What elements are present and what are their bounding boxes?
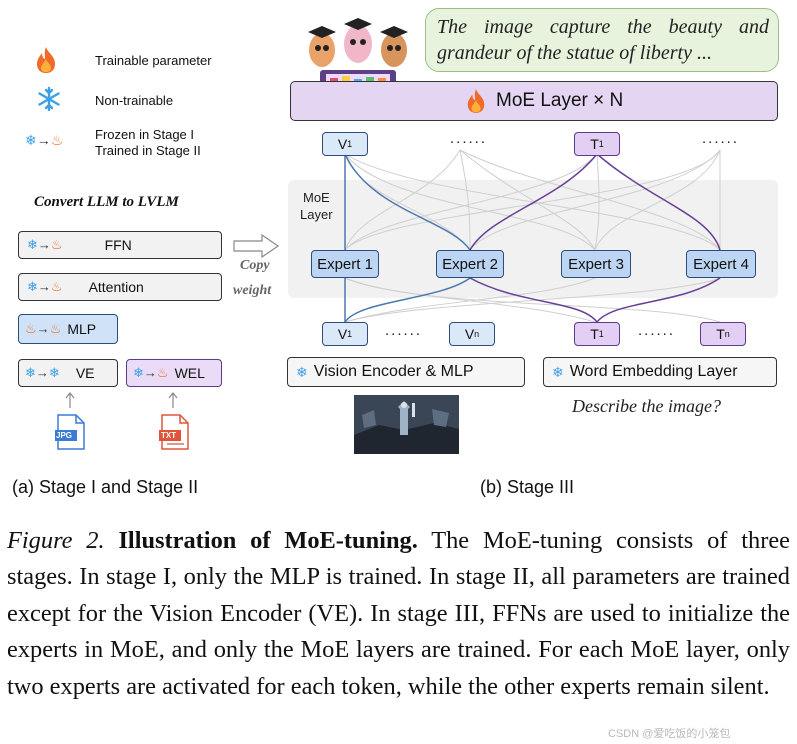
ve-block: ❄→❄ VE bbox=[18, 359, 118, 387]
expert-2: Expert 2 bbox=[436, 250, 504, 278]
watermark: CSDN @爱吃饭的小笼包 bbox=[608, 728, 731, 740]
moe-layer-stack bbox=[290, 81, 778, 121]
txt-file-icon: TXT bbox=[158, 414, 190, 450]
ffn-block: ❄→♨ FFN bbox=[18, 231, 222, 259]
attention-block: ❄→♨ Attention bbox=[18, 273, 222, 301]
jpg-file-icon: JPG bbox=[54, 414, 86, 450]
legend-frozen-line1: Frozen in Stage I bbox=[95, 127, 194, 142]
fire-to-fire-icon: ♨→♨ bbox=[25, 321, 62, 336]
speech-text: The image capture the beauty and grandeu… bbox=[437, 16, 769, 64]
legend-frozen-line2: Trained in Stage II bbox=[95, 143, 201, 158]
prompt-text: Describe the image? bbox=[572, 396, 721, 416]
ffn-label: FFN bbox=[104, 237, 132, 253]
wel-block: ❄→♨ WEL bbox=[126, 359, 222, 387]
copy-weight-line1: Copy bbox=[240, 258, 270, 273]
snowflake-icon: ❄ bbox=[552, 363, 564, 380]
mlp-block: ♨→♨ MLP bbox=[18, 314, 118, 344]
figure-label: Figure 2. bbox=[7, 527, 105, 554]
expert-4: Expert 4 bbox=[686, 250, 756, 278]
expert-1: Expert 1 bbox=[311, 250, 379, 278]
word-embedding-label: Word Embedding Layer bbox=[569, 363, 738, 380]
word-embedding-block: ❄ Word Embedding Layer bbox=[543, 357, 777, 387]
convert-heading: Convert LLM to LVLM bbox=[34, 194, 179, 210]
snowflake-to-snowflake-icon: ❄→❄ bbox=[25, 365, 60, 380]
input-image bbox=[354, 395, 459, 454]
mlp-label: MLP bbox=[67, 321, 97, 337]
legend-trainable-label: Trainable parameter bbox=[95, 53, 212, 68]
expert-3: Expert 3 bbox=[561, 250, 631, 278]
vision-encoder-label: Vision Encoder & MLP bbox=[313, 363, 474, 380]
vision-encoder-block: ❄ Vision Encoder & MLP bbox=[287, 357, 525, 387]
copy-weight-arrow bbox=[233, 234, 280, 258]
fire-icon bbox=[37, 47, 55, 73]
top-token-dots-2: ...... bbox=[702, 130, 740, 147]
figure-caption: Figure 2. Illustration of MoE-tuning. Th… bbox=[7, 523, 790, 705]
bottom-token-dots-vision: ...... bbox=[385, 322, 423, 339]
stage12-caption: (a) Stage I and Stage II bbox=[12, 477, 199, 497]
legend-non-trainable-label: Non-trainable bbox=[95, 93, 174, 108]
snowflake-to-fire-icon: ❄→♨ bbox=[133, 365, 169, 380]
stage3-caption: (b) Stage III bbox=[480, 477, 575, 497]
attention-label: Attention bbox=[88, 279, 144, 295]
copy-weight-line2: weight bbox=[233, 283, 272, 298]
figure-caption-body: The MoE-tuning consists of three stages.… bbox=[7, 527, 790, 700]
up-arrow-icon bbox=[65, 392, 75, 408]
moe-panel-label-line1: MoE bbox=[303, 190, 330, 205]
snowflake-icon: ❄ bbox=[296, 363, 308, 380]
figure-title: Illustration of MoE-tuning. bbox=[118, 527, 418, 554]
top-token-dots-1: ...... bbox=[450, 130, 488, 147]
moe-panel-label-line2: Layer bbox=[300, 207, 333, 222]
moe-layer-panel bbox=[288, 180, 778, 298]
snowflake-icon bbox=[38, 86, 60, 112]
moe-layer-label: MoE Layer × N bbox=[496, 90, 624, 111]
snowflake-to-fire-icon: ❄→♨ bbox=[27, 237, 63, 252]
bottom-token-dots-text: ...... bbox=[638, 322, 676, 339]
snowflake-to-fire-icon: ❄→♨ bbox=[27, 279, 63, 294]
fire-icon bbox=[467, 89, 485, 113]
snowflake-to-fire-icon: ❄→♨ bbox=[25, 132, 64, 148]
wel-label: WEL bbox=[174, 365, 205, 381]
ve-label: VE bbox=[75, 365, 95, 381]
speech-bubble bbox=[425, 8, 779, 72]
up-arrow-icon bbox=[168, 392, 178, 408]
